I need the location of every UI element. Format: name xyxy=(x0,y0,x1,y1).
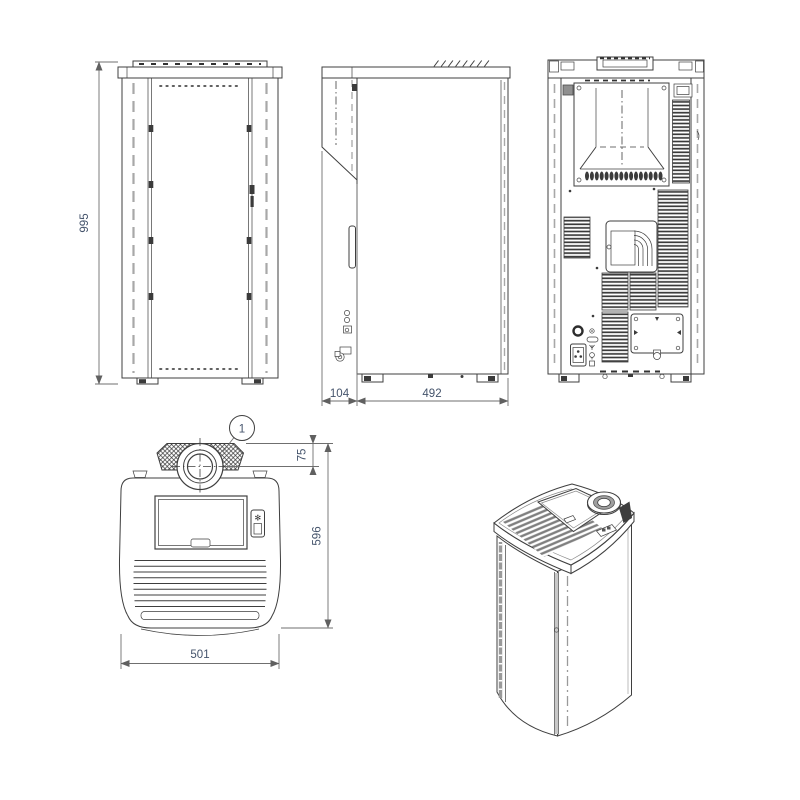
front-feet xyxy=(136,377,264,385)
rear-flue-bend-panel xyxy=(605,220,658,273)
callout-number-label: 1 xyxy=(239,424,245,436)
plan-dimensions: 75 596 501 xyxy=(120,435,333,669)
front-top-cap xyxy=(117,66,283,79)
rear-probe-connectors xyxy=(589,344,595,367)
rear-vent-grid-center-right xyxy=(629,272,657,311)
front-body xyxy=(121,77,279,379)
iso-left-face xyxy=(496,534,558,737)
front-side-column-marks xyxy=(132,83,268,373)
iso-control-panel xyxy=(595,524,618,537)
top-hopper-handle xyxy=(190,538,211,548)
top-right-tab xyxy=(252,470,268,478)
iso-flue-collar xyxy=(586,491,632,523)
total-depth-dimension: 596 xyxy=(312,443,332,629)
side-body xyxy=(356,77,509,375)
height-dimension: 995 xyxy=(79,61,118,385)
control-flower-icon: ✻ xyxy=(254,514,261,523)
top-view: ✻ 1 xyxy=(118,415,282,636)
iso-body xyxy=(496,520,632,737)
top-control-panel: ✻ xyxy=(250,509,265,538)
side-view xyxy=(321,60,511,383)
iso-keyhole xyxy=(553,627,560,633)
total-depth-dimension-label: 596 xyxy=(312,526,324,545)
rear-power-switch xyxy=(572,325,584,337)
side-top-cap xyxy=(321,66,511,79)
flue-offset-dimension-label: 75 xyxy=(297,449,309,462)
rear-rating-label xyxy=(673,83,693,98)
rear-power-controls xyxy=(570,325,599,367)
side-door-handle xyxy=(348,225,356,269)
side-hinge xyxy=(352,84,357,91)
iso-view xyxy=(493,483,635,737)
width-dimension: 501 xyxy=(120,634,280,669)
balloon-callout-1: 1 xyxy=(222,415,255,452)
rear-feet xyxy=(548,370,704,383)
rear-access-panel xyxy=(630,313,684,360)
iso-hopper-handle xyxy=(563,515,577,524)
top-hopper-lid xyxy=(154,495,248,550)
front-door-handle xyxy=(249,185,255,207)
rear-vent-grid-right-upper xyxy=(672,99,690,184)
rear-hopper-funnel xyxy=(579,88,665,170)
rear-heat-shield-panel xyxy=(573,82,670,187)
height-dimension-label: 995 xyxy=(79,213,91,232)
iso-door-seam xyxy=(553,572,560,735)
rear-vent-grid-right-lower xyxy=(657,189,689,308)
rear-junction-box xyxy=(562,84,574,96)
rear-power-inlet xyxy=(570,343,587,367)
rear-fuse-holder xyxy=(586,336,599,343)
flue-offset-dimension: 75 xyxy=(297,435,317,475)
top-front-grille xyxy=(133,560,267,607)
front-door-hinges xyxy=(148,125,252,300)
rear-vent-grid-center-left xyxy=(601,272,629,311)
front-view xyxy=(117,60,283,385)
iso-flue-bracket xyxy=(619,501,632,523)
hood-depth-dimension-label: 104 xyxy=(330,388,350,400)
side-feet xyxy=(361,373,499,383)
side-top-hatch-ticks xyxy=(433,60,490,67)
top-flue-collar xyxy=(172,438,228,498)
top-front-skirt xyxy=(140,628,260,636)
body-depth-dimension-label: 492 xyxy=(422,388,441,400)
iso-top-cap xyxy=(493,483,635,575)
rear-vent-slot-row xyxy=(585,171,663,181)
rear-vent-grid-left xyxy=(563,216,591,259)
side-rear-fittings xyxy=(334,310,352,362)
width-dimension-label: 501 xyxy=(190,649,209,661)
rear-vent-grid-bottom xyxy=(601,311,629,363)
side-hopper-hood xyxy=(321,77,358,182)
rear-screw-dots xyxy=(568,187,656,318)
top-left-tab xyxy=(132,470,148,478)
depth-dimensions: 104 492 xyxy=(321,151,509,406)
top-base-bar xyxy=(140,611,260,620)
rear-view xyxy=(547,56,705,383)
